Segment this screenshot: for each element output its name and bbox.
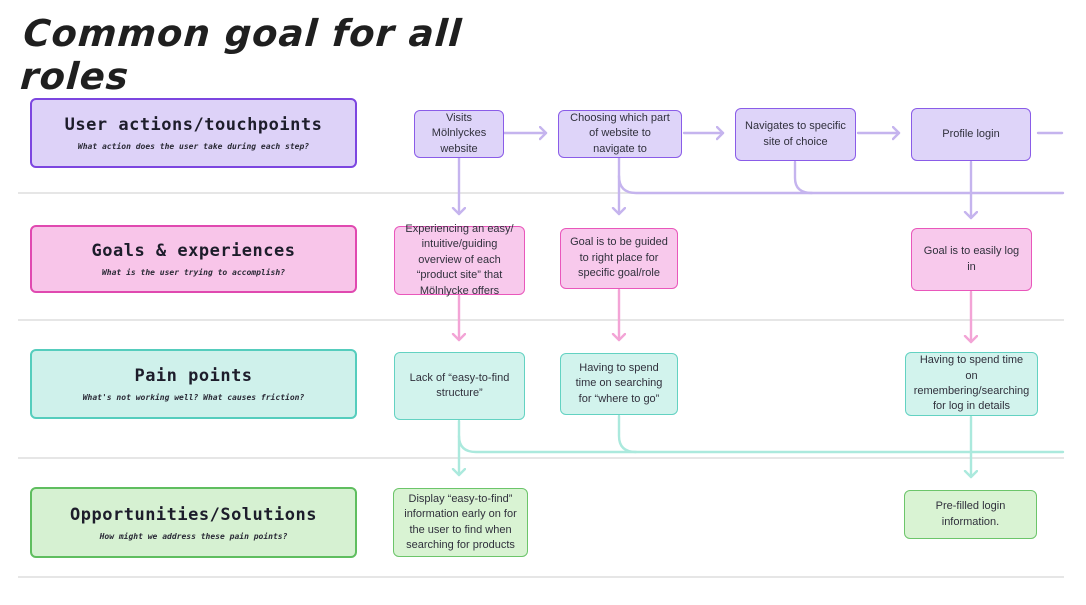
row-header-subtitle: What is the user trying to accomplish? [101,268,286,277]
row-header-title: Pain points [134,366,253,386]
step-box-navigates-site[interactable]: Navigates to specific site of choice [735,108,856,161]
pain-box-lack-structure[interactable]: Lack of “easy-to-find structure” [394,352,525,420]
goal-to-pain-arrows [459,288,971,344]
row-header-pain-points[interactable]: Pain points What's not working well? Wha… [30,349,357,419]
row-header-title: Opportunities/Solutions [70,504,317,525]
row-header-user-actions[interactable]: User actions/touchpoints What action doe… [30,98,357,168]
row-header-subtitle: What's not working well? What causes fri… [82,393,305,402]
row-header-subtitle: What action does the user take during ea… [77,142,310,151]
pain-to-opportunity-arrows [459,414,1065,479]
page-title: Common goal for all roles [18,12,464,98]
row-header-subtitle: How might we address these pain points? [99,531,288,541]
row-header-opportunities[interactable]: Opportunities/Solutions How might we add… [30,487,357,558]
goal-box-guided-to-place[interactable]: Goal is to be guided to right place for … [560,228,678,289]
step-box-choosing-part[interactable]: Choosing which part of website to naviga… [558,110,682,158]
opportunity-box-prefilled-login[interactable]: Pre-filled login information. [904,490,1037,539]
action-flow-arrows [459,133,1065,220]
goal-box-easy-overview[interactable]: Experiencing an easy/ intuitive/guiding … [394,223,525,297]
step-box-profile-login[interactable]: Profile login [911,108,1031,161]
row-header-title: User actions/touchpoints [64,115,323,135]
goal-box-easily-log-in[interactable]: Goal is to easily log in [911,228,1032,291]
pain-box-searching-where-to-go[interactable]: Having to spend time on searching for “w… [560,353,678,415]
step-box-visits-website[interactable]: Visits Mölnlyckes website [414,110,504,158]
row-header-goals[interactable]: Goals & experiences What is the user try… [30,225,357,293]
row-header-title: Goals & experiences [91,241,296,261]
opportunity-box-display-info[interactable]: Display “easy-to-find” information early… [393,488,528,557]
pain-box-remembering-login[interactable]: Having to spend time on remembering/sear… [905,352,1038,416]
